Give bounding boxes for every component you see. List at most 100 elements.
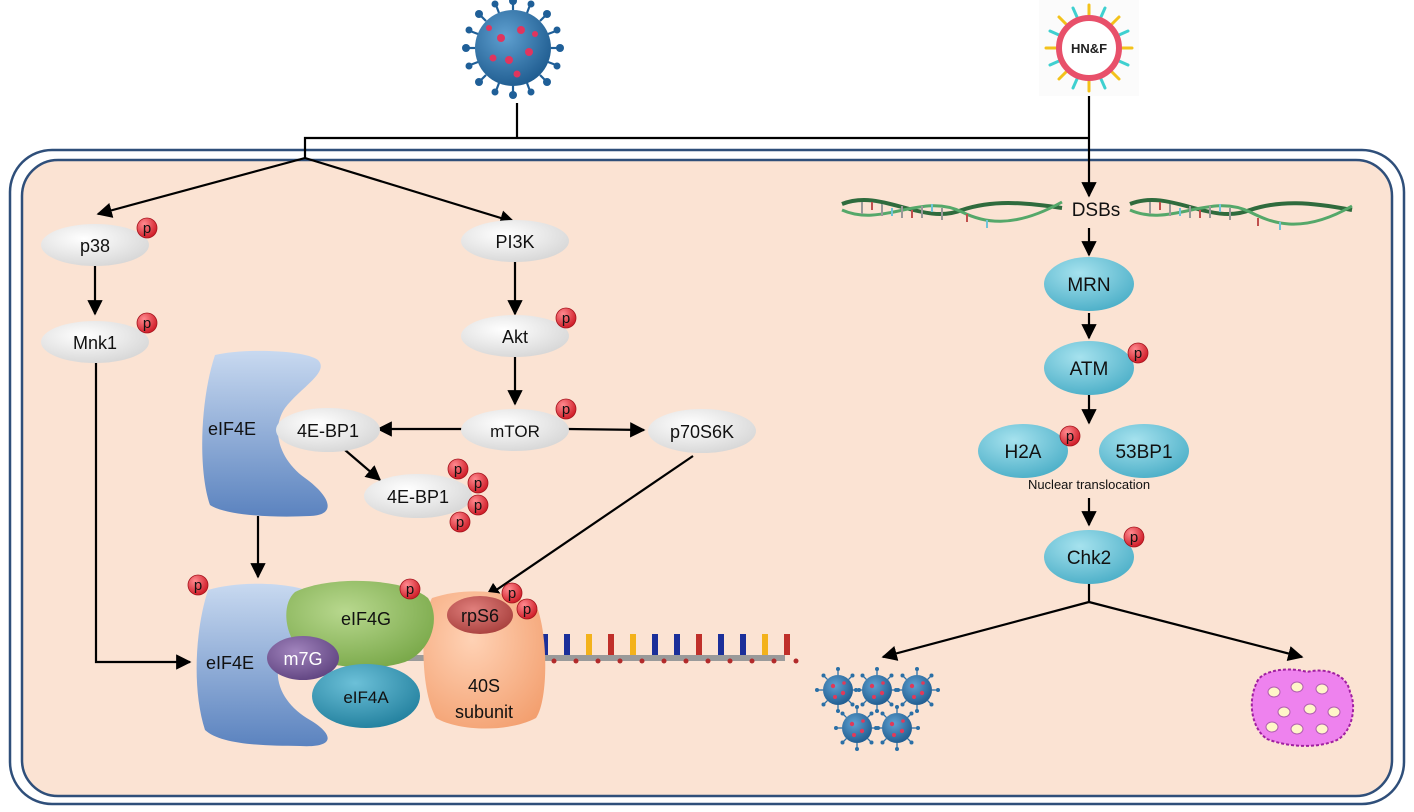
phospho-badge: p xyxy=(467,494,489,516)
svg-text:p: p xyxy=(456,514,464,531)
label-dsbs: DSBs xyxy=(1072,200,1121,221)
phospho-badge: p xyxy=(501,582,523,604)
node-p70s6k: p70S6K xyxy=(648,409,756,453)
label-nuclear-translocation: Nuclear translocation xyxy=(1028,477,1150,492)
svg-text:40S: 40S xyxy=(468,676,500,696)
svg-text:eIF4A: eIF4A xyxy=(343,688,389,707)
pathway-arrows xyxy=(87,228,1304,670)
phospho-badge: p xyxy=(1059,425,1081,447)
node-m7g: m7G xyxy=(267,636,339,680)
mrna-phosphate xyxy=(749,658,755,664)
phospho-badge: p xyxy=(1123,526,1145,548)
svg-text:53BP1: 53BP1 xyxy=(1115,442,1172,463)
phospho-badge: p xyxy=(516,598,538,620)
mrna-base xyxy=(740,634,746,655)
mrna-base xyxy=(674,634,680,655)
mrna-phosphate xyxy=(639,658,645,664)
mrna-phosphate xyxy=(793,658,799,664)
mrna-base xyxy=(718,634,724,655)
coronavirus-icon xyxy=(462,0,564,99)
node-mnk1: Mnk1 xyxy=(41,321,149,363)
svg-text:MRN: MRN xyxy=(1067,275,1110,296)
svg-text:p: p xyxy=(474,475,482,492)
svg-text:p: p xyxy=(1130,529,1138,546)
svg-text:p: p xyxy=(1134,345,1142,362)
svg-text:Chk2: Chk2 xyxy=(1067,548,1111,569)
svg-text:eIF4E: eIF4E xyxy=(208,419,256,439)
phospho-badge: p xyxy=(187,574,209,596)
mrna-phosphate xyxy=(771,658,777,664)
apoptotic-cell-icon xyxy=(1250,668,1355,747)
svg-text:p: p xyxy=(474,497,482,514)
svg-text:subunit: subunit xyxy=(455,702,513,722)
svg-text:mTOR: mTOR xyxy=(490,422,540,441)
node-atm: ATM xyxy=(1044,341,1134,395)
mrna-phosphate xyxy=(683,658,689,664)
phospho-badge: p xyxy=(555,398,577,420)
mrna-base xyxy=(762,634,768,655)
node-mtor: mTOR xyxy=(461,409,569,451)
svg-text:PI3K: PI3K xyxy=(495,232,534,252)
svg-text:p70S6K: p70S6K xyxy=(670,422,734,442)
svg-text:Akt: Akt xyxy=(502,327,528,347)
svg-text:ATM: ATM xyxy=(1070,359,1109,380)
svg-text:p: p xyxy=(406,581,414,598)
svg-text:eIF4G: eIF4G xyxy=(341,609,391,629)
svg-text:DSBs: DSBs xyxy=(1072,200,1121,221)
svg-text:p: p xyxy=(143,220,151,237)
mrna-base xyxy=(630,634,636,655)
svg-text:Nuclear translocation: Nuclear translocation xyxy=(1028,477,1150,492)
mrna-phosphate xyxy=(617,658,623,664)
phospho-badge: p xyxy=(136,217,158,239)
mrna-phosphate xyxy=(727,658,733,664)
svg-text:eIF4E: eIF4E xyxy=(206,653,254,673)
dna-double-helix-icon xyxy=(1129,198,1353,230)
svg-text:m7G: m7G xyxy=(283,649,322,669)
mrna-base xyxy=(586,634,592,655)
node-4e-bp1-phosphorylated: 4E-BP1 xyxy=(364,474,472,518)
phospho-badge: p xyxy=(467,472,489,494)
node-pi3k: PI3K xyxy=(461,220,569,262)
svg-text:Mnk1: Mnk1 xyxy=(73,333,117,353)
svg-text:H2A: H2A xyxy=(1005,442,1042,463)
mrna-phosphate xyxy=(705,658,711,664)
phospho-badge: p xyxy=(399,578,421,600)
svg-text:p: p xyxy=(194,577,202,594)
svg-text:4E-BP1: 4E-BP1 xyxy=(387,487,449,507)
node-akt: Akt xyxy=(461,315,569,357)
mrna-phosphate xyxy=(661,658,667,664)
mrna-base xyxy=(784,634,790,655)
svg-text:p: p xyxy=(562,401,570,418)
svg-text:rpS6: rpS6 xyxy=(461,606,499,626)
node-eif4a: eIF4A xyxy=(312,664,420,728)
mrna-base xyxy=(542,634,548,655)
svg-text:p: p xyxy=(1066,428,1074,445)
phospho-badge: p xyxy=(1127,342,1149,364)
mrna-base xyxy=(652,634,658,655)
node-chk2: Chk2 xyxy=(1044,530,1134,584)
mrna-phosphate xyxy=(573,658,579,664)
paramyxovirus-icon: HN&F xyxy=(1039,0,1139,96)
svg-text:p: p xyxy=(562,310,570,327)
phospho-badge: p xyxy=(136,312,158,334)
node-p38: p38 xyxy=(41,224,149,266)
svg-text:p38: p38 xyxy=(80,236,110,256)
svg-text:p: p xyxy=(523,601,531,618)
mrna-base xyxy=(696,634,702,655)
dna-double-helix-icon xyxy=(841,198,1063,228)
svg-text:p: p xyxy=(454,461,462,478)
phospho-badge: p xyxy=(449,511,471,533)
node-4e-bp1-unbound: 4E-BP1 xyxy=(276,408,380,452)
mrna-base xyxy=(564,634,570,655)
mrna-phosphate xyxy=(595,658,601,664)
svg-text:p: p xyxy=(143,315,151,332)
eif4e-top: eIF4E xyxy=(202,350,328,517)
mrna-base xyxy=(608,634,614,655)
node-rps6: rpS6 xyxy=(447,596,513,634)
node-53bp1: 53BP1 xyxy=(1099,424,1189,478)
node-mrn: MRN xyxy=(1044,257,1134,311)
svg-text:p: p xyxy=(508,585,516,602)
phospho-badge: p xyxy=(447,458,469,480)
